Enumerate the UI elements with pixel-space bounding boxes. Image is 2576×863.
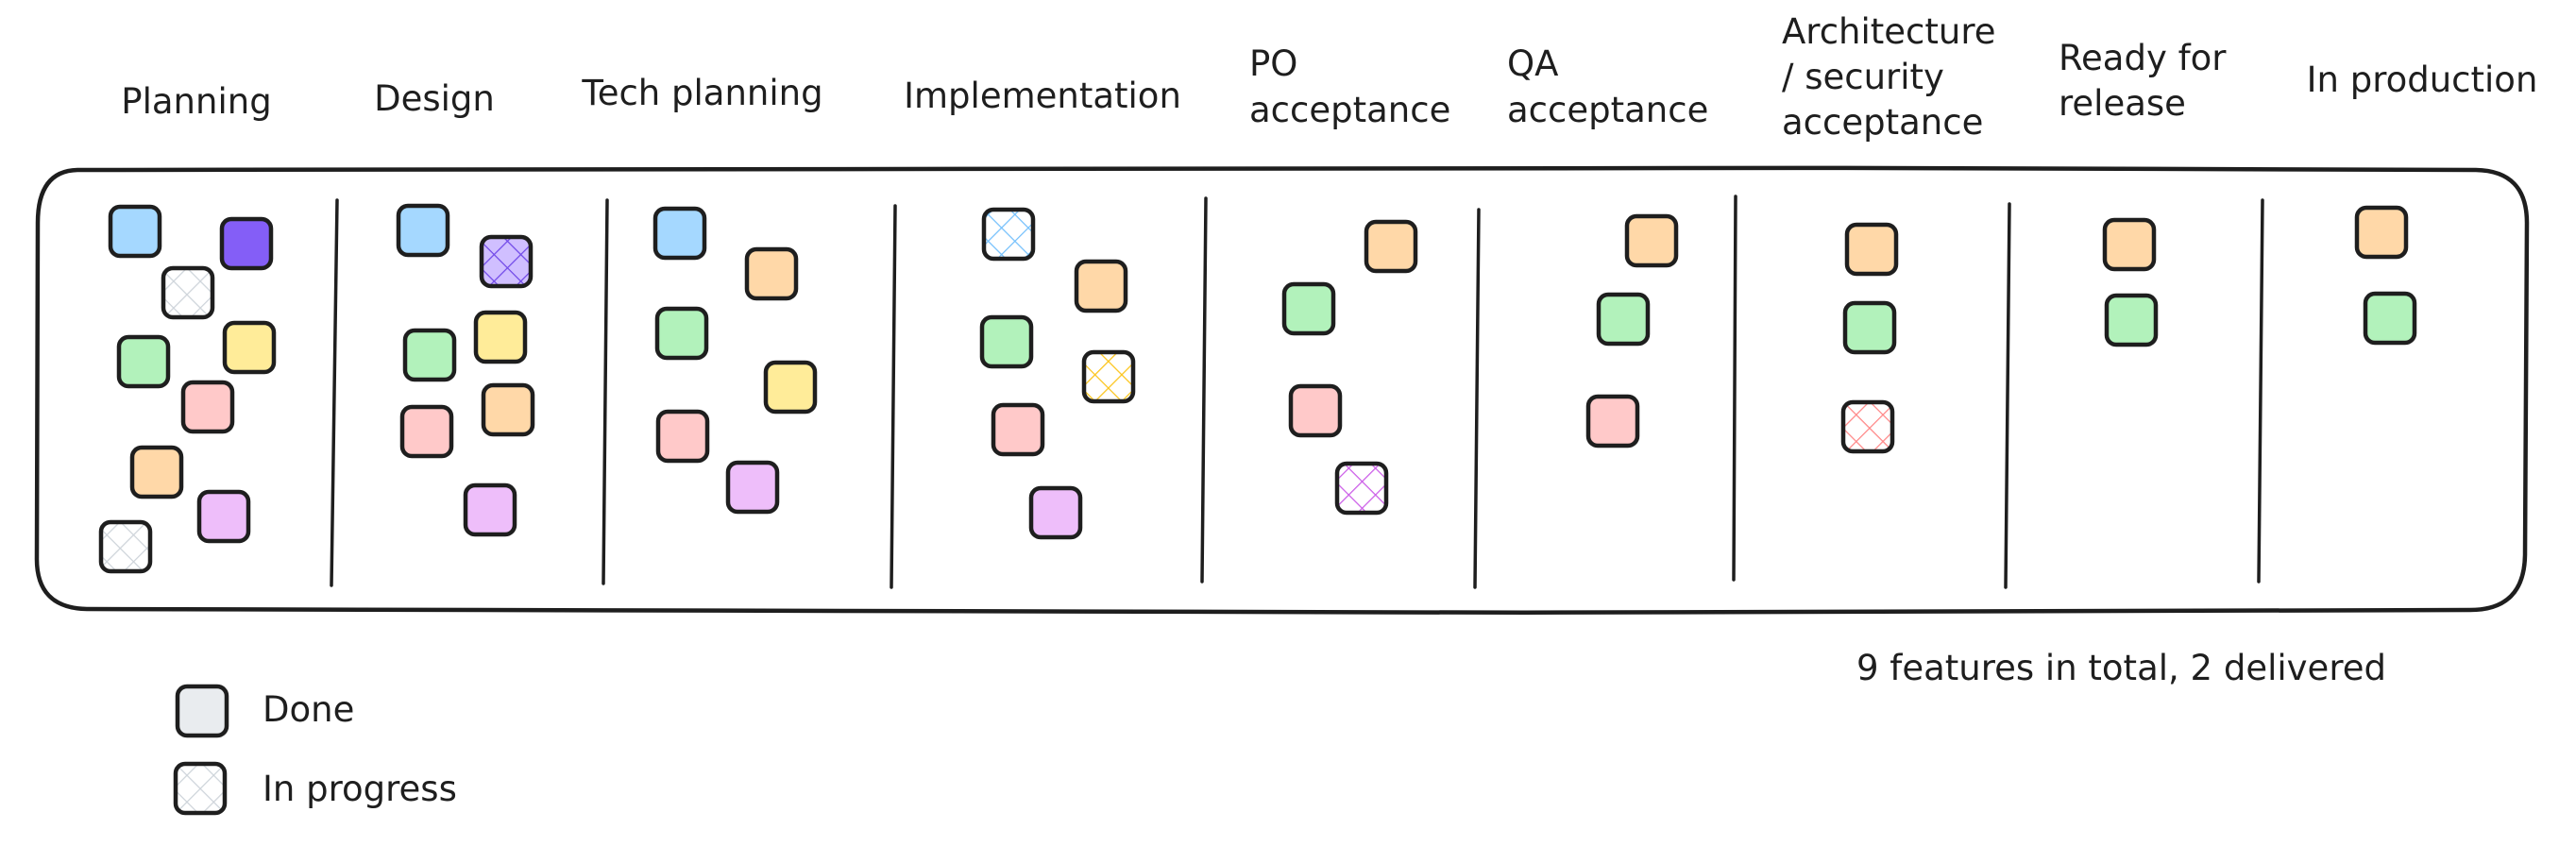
divider-line (602, 198, 609, 585)
sticky-note (2363, 291, 2417, 346)
sticky-note (2104, 293, 2159, 347)
sticky-note (98, 519, 153, 574)
column-header-planning: Planning (121, 81, 271, 122)
sticky-note (991, 402, 1045, 457)
sticky-note (396, 203, 450, 258)
divider-line (890, 204, 897, 589)
sticky-note (180, 380, 235, 434)
sticky-note (2354, 205, 2409, 260)
column-header-tech-planning: Tech planning (581, 73, 822, 113)
sticky-note (116, 334, 171, 389)
sticky-note (744, 246, 799, 301)
legend-label-in-progress: In progress (263, 769, 457, 809)
divider-line (1473, 208, 1481, 589)
column-dividers (330, 195, 2264, 589)
sticky-note (1842, 300, 1897, 355)
sticky-note (161, 265, 215, 320)
sticky-note (1585, 394, 1640, 448)
column-header-design: Design (374, 78, 495, 119)
legend-swatch-in-progress (173, 761, 228, 816)
sticky-note (222, 320, 277, 375)
legend: Done In progress (173, 684, 457, 816)
sticky-note (763, 360, 818, 415)
sticky-notes (98, 203, 2417, 574)
sticky-note (399, 404, 454, 459)
sticky-note (1596, 292, 1651, 347)
column-headers: Planning Design Tech planning Implementa… (121, 11, 2537, 143)
column-header-in-production: In production (2307, 59, 2538, 100)
board-frame (34, 164, 2530, 616)
sticky-note (1028, 485, 1083, 540)
sticky-note (1840, 399, 1895, 454)
sticky-note (1281, 281, 1336, 336)
legend-swatch-done (175, 684, 229, 738)
sticky-note (219, 216, 274, 271)
sticky-note (196, 489, 251, 544)
sticky-note (1844, 222, 1899, 277)
sticky-note (1074, 259, 1128, 313)
sticky-note (479, 234, 534, 289)
sticky-note (1624, 213, 1679, 268)
divider-line (1732, 195, 1737, 582)
sticky-note (979, 314, 1034, 369)
legend-label-done: Done (263, 689, 354, 730)
divider-line (2257, 198, 2264, 584)
sticky-note (1288, 383, 1343, 438)
sticky-note (1334, 461, 1389, 516)
sticky-note (981, 207, 1036, 262)
sticky-note (473, 310, 528, 364)
sticky-note (481, 382, 535, 437)
summary-text: 9 features in total, 2 delivered (1856, 648, 2386, 688)
divider-line (2004, 202, 2011, 589)
sticky-note (652, 206, 707, 261)
divider-line (330, 198, 339, 587)
sticky-note (654, 306, 709, 361)
divider-line (1200, 196, 1208, 584)
column-header-implementation: Implementation (904, 76, 1181, 116)
sticky-note (2102, 217, 2157, 272)
sticky-note (129, 445, 184, 499)
sticky-note (463, 482, 517, 537)
sticky-note (1364, 219, 1418, 274)
sticky-note (725, 460, 780, 515)
sticky-note (402, 328, 457, 382)
sticky-note (655, 409, 710, 464)
sticky-note (108, 204, 162, 259)
sticky-note (1081, 349, 1136, 404)
